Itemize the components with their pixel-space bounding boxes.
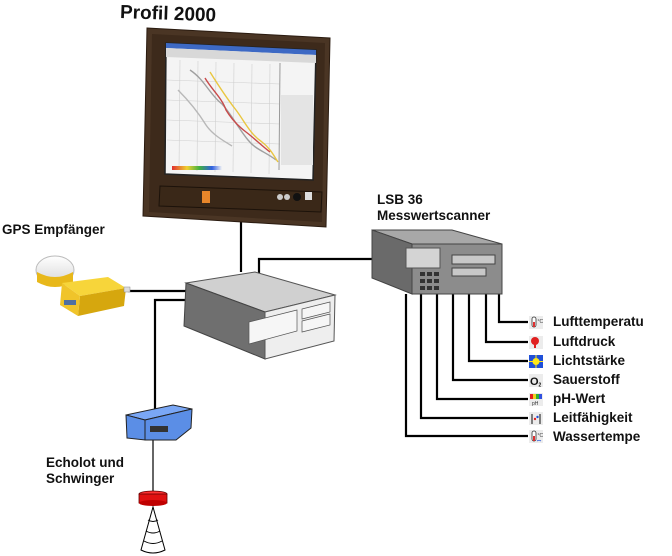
sensor-label-light-intensity: Lichtstärke [553, 353, 626, 368]
sensor-label-air-pressure: Luftdruck [553, 334, 616, 349]
gps-connector [123, 286, 131, 293]
gps-unit-front [60, 283, 80, 316]
svg-text:O: O [530, 376, 539, 388]
sensor-line-2 [484, 294, 528, 344]
gps-unit-top [62, 277, 126, 296]
echosounder-front [144, 408, 193, 441]
drive-bay-3 [301, 313, 331, 333]
gps-receiver [35, 255, 131, 316]
computer-scanner-cable [257, 257, 372, 280]
scanner-readout-1 [451, 254, 496, 265]
svg-text:pH: pH [532, 401, 539, 407]
computer [183, 271, 337, 360]
sensor-line-6 [419, 294, 528, 420]
monitor [142, 27, 331, 228]
screen-titlebar [166, 43, 316, 55]
thermometer-icon: °C [529, 316, 543, 329]
power-indicator [202, 191, 210, 203]
screen-side-panel [281, 95, 313, 165]
transducer [138, 490, 168, 554]
screen-toolbar [166, 48, 316, 63]
scanner-readout-2 [451, 267, 487, 277]
sensor-label-water-temperature: Wassertempe [553, 429, 641, 444]
sensor-line-7 [404, 294, 528, 438]
sun-icon [529, 355, 543, 368]
monitor-knob-2 [284, 194, 290, 200]
monitor-control-panel [158, 185, 323, 213]
echosounder [125, 404, 193, 441]
echosounder-label-line2: Schwinger [46, 471, 115, 486]
drive-bay-2 [301, 301, 331, 320]
svg-text:2: 2 [539, 383, 542, 389]
sensor-label-air-temperature: Lufttemperatu [553, 314, 644, 329]
sensor-line-5 [435, 294, 528, 401]
sensor-line-4 [451, 294, 528, 382]
computer-echosounder-cable [153, 298, 186, 412]
sensor-label-ph: pH-Wert [553, 391, 606, 406]
scanner-display [405, 247, 441, 269]
scanner-label: LSB 36 Messwertscanner [377, 192, 490, 224]
scanner-keypad [420, 272, 439, 290]
gps-display [64, 300, 76, 305]
sensor-label-conductivity: Leitfähigkeit [553, 410, 633, 425]
svg-text:°C: °C [538, 319, 544, 325]
screen-grid [166, 59, 281, 175]
echosounder-label-line1: Echolot und [46, 455, 124, 470]
screen-map-tracks [177, 69, 279, 163]
pressure-icon [529, 336, 543, 349]
screen-color-scale [172, 166, 222, 170]
scanner-device [371, 229, 503, 295]
echosounder-label: Echolot und Schwinger [46, 455, 124, 487]
conductivity-icon [529, 412, 543, 425]
sensor-label-oxygen: Sauerstoff [553, 372, 620, 387]
scanner-label-line1: LSB 36 [377, 192, 423, 207]
oxygen-icon: O 2 [529, 374, 543, 389]
sensor-line-1 [497, 294, 528, 324]
monitor-dial [293, 193, 301, 201]
gps-unit-side [78, 288, 126, 316]
connection-lines [128, 216, 528, 438]
sensor-icons: °C O 2 pH [529, 316, 543, 443]
sensor-line-3 [467, 294, 528, 363]
drive-bay-1 [248, 309, 298, 345]
monitor-knob-1 [277, 194, 283, 200]
gps-receiver-label: GPS Empfänger [2, 222, 105, 237]
monitor-switch [305, 192, 312, 200]
sonar-beam-icon [140, 505, 166, 554]
svg-text:°C: °C [538, 433, 544, 439]
scanner-label-line2: Messwertscanner [377, 208, 491, 223]
water-thermometer-icon: °C [529, 430, 543, 443]
ph-icon: pH [529, 393, 543, 407]
echosounder-display [150, 426, 168, 432]
